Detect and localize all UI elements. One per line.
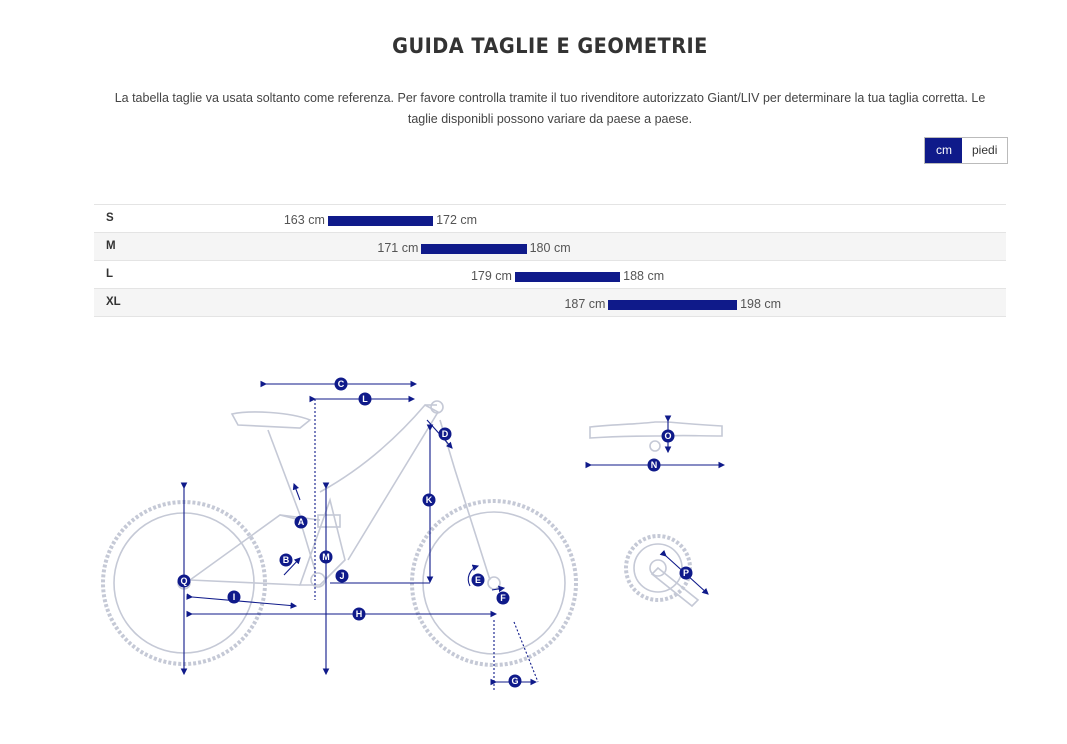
saddle — [230, 411, 312, 429]
seat-post — [267, 429, 301, 516]
size-range-bar — [421, 244, 527, 254]
size-row-s: S 163 cm 172 cm — [94, 205, 1006, 233]
unit-cm-button[interactable]: cm — [925, 138, 962, 163]
page-title: GUIDA TAGLIE E GEOMETRIE — [392, 34, 708, 58]
svg-text:G: G — [511, 676, 518, 686]
badge-q: Q — [177, 574, 191, 588]
handlebar-clamp — [430, 400, 444, 414]
frame-down-tube — [298, 497, 346, 586]
svg-text:D: D — [442, 429, 449, 439]
size-chart: S 163 cm 172 cm M 171 cm 180 cm L 179 cm… — [94, 204, 1006, 317]
size-range-bar — [327, 216, 434, 226]
size-range-bar — [608, 300, 738, 310]
size-max-height: 180 cm — [529, 241, 571, 255]
chain-stay — [189, 579, 301, 586]
unit-feet-button[interactable]: piedi — [962, 138, 1008, 163]
badge-n: N — [647, 458, 661, 472]
badge-i: I — [227, 590, 241, 604]
svg-text:A: A — [298, 517, 305, 527]
badge-l: L — [358, 392, 372, 406]
size-max-height: 198 cm — [740, 297, 782, 311]
crankset-view — [624, 534, 709, 608]
size-label: S — [106, 212, 114, 224]
svg-text:B: B — [283, 555, 290, 565]
size-range-bar — [514, 272, 621, 282]
bike-geometry-diagram: A B C D E F G H I J K L M N O P Q — [101, 377, 726, 690]
geometry-badges: A B C D E F G H I J K L M N O P Q — [177, 377, 693, 688]
size-label: M — [106, 240, 116, 252]
bike-drawing — [101, 400, 578, 667]
fork — [439, 419, 491, 581]
size-min-height: 179 cm — [470, 269, 512, 283]
frame-top-tube — [319, 403, 440, 561]
svg-text:O: O — [664, 431, 671, 441]
size-max-height: 188 cm — [623, 269, 665, 283]
size-row-l: L 179 cm 188 cm — [94, 261, 1006, 289]
size-min-height: 187 cm — [564, 297, 606, 311]
svg-text:J: J — [339, 571, 344, 581]
size-max-height: 172 cm — [436, 213, 478, 227]
intro-text: La tabella taglie va usata soltanto come… — [114, 91, 986, 126]
svg-text:M: M — [322, 552, 330, 562]
badge-c: C — [334, 377, 348, 391]
svg-text:C: C — [338, 379, 345, 389]
badge-g: G — [508, 674, 522, 688]
badge-b: B — [279, 553, 293, 567]
badge-e: E — [471, 573, 485, 587]
size-row-xl: XL 187 cm 198 cm — [94, 289, 1006, 317]
svg-text:Q: Q — [180, 576, 187, 586]
svg-text:I: I — [233, 592, 236, 602]
svg-text:F: F — [500, 593, 506, 603]
badge-o: O — [661, 429, 675, 443]
badge-h: H — [352, 607, 366, 621]
badge-f: F — [496, 591, 510, 605]
svg-text:E: E — [475, 575, 481, 585]
badge-d: D — [438, 427, 452, 441]
size-min-height: 163 cm — [283, 213, 325, 227]
svg-text:H: H — [356, 609, 363, 619]
badge-k: K — [422, 493, 436, 507]
badge-m: M — [319, 550, 333, 564]
svg-text:P: P — [683, 568, 689, 578]
size-label: L — [106, 268, 114, 280]
size-row-m: M 171 cm 180 cm — [94, 233, 1006, 261]
size-min-height: 171 cm — [377, 241, 419, 255]
svg-text:K: K — [426, 495, 433, 505]
handlebar-view — [585, 415, 726, 469]
svg-text:N: N — [651, 460, 658, 470]
badge-j: J — [335, 569, 349, 583]
size-label: XL — [106, 296, 121, 308]
unit-toggle: cm piedi — [924, 137, 1009, 164]
badge-p: P — [679, 566, 693, 580]
badge-a: A — [294, 515, 308, 529]
svg-text:L: L — [362, 394, 368, 404]
